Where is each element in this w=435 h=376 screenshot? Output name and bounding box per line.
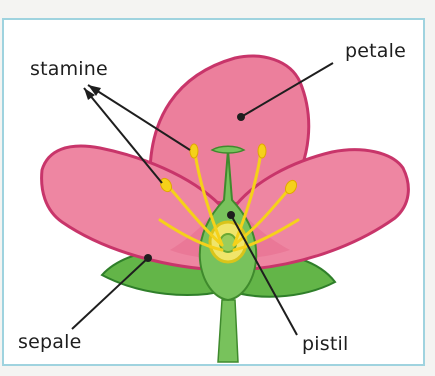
dot-petal — [237, 113, 245, 121]
label-pistil: pistil — [302, 335, 348, 354]
label-petal: petale — [345, 42, 406, 61]
dot-sepal — [144, 254, 152, 262]
label-sepal: sepale — [18, 333, 81, 352]
dot-pistil — [227, 211, 235, 219]
anther — [258, 144, 266, 158]
anther — [190, 144, 198, 158]
stigma — [212, 146, 244, 153]
label-stamen: stamine — [30, 60, 108, 79]
stem — [218, 300, 238, 362]
